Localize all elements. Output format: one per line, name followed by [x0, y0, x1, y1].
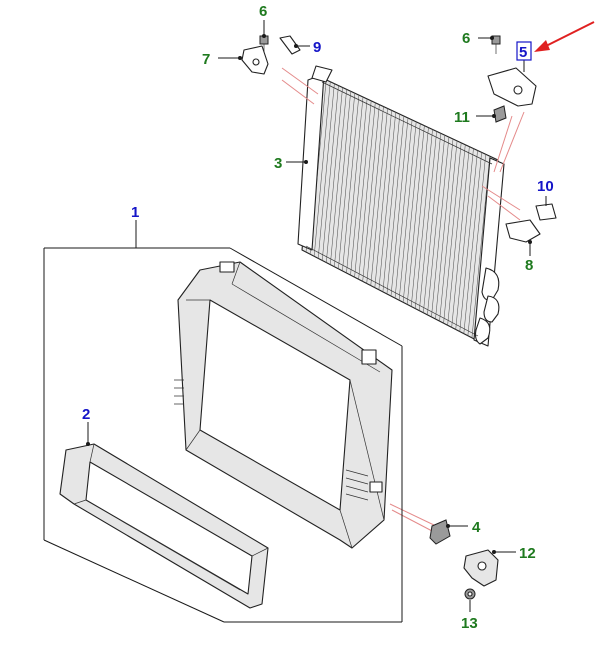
radiator-fin — [414, 129, 433, 309]
radiator-fin — [382, 114, 401, 292]
part-11-clip — [493, 105, 507, 123]
radiator-fin — [439, 140, 458, 322]
callout-3: 3 — [274, 155, 282, 172]
radiator-fin — [362, 104, 380, 282]
radiator-fin — [406, 125, 425, 305]
air-deflector — [59, 443, 269, 609]
callout-4: 4 — [472, 519, 481, 536]
radiator-fin — [463, 152, 482, 334]
radiator-support-frame — [174, 261, 393, 549]
callout-7: 7 — [202, 51, 210, 68]
callout-6-top: 6 — [259, 3, 267, 20]
callout-5: 5 — [519, 44, 527, 61]
radiator-fin — [455, 148, 474, 330]
callout-2: 2 — [82, 406, 90, 423]
radiator-fin — [321, 85, 339, 261]
red-arrow-icon — [534, 21, 595, 52]
callout-13: 13 — [461, 615, 478, 632]
radiator-fin — [354, 100, 372, 278]
radiator-fin — [313, 81, 331, 257]
radiator-fin — [410, 127, 429, 307]
radiator-fin — [366, 106, 384, 284]
radiator-fin — [346, 96, 364, 274]
radiator-fin — [435, 138, 454, 320]
radiator-fin — [325, 87, 343, 263]
radiator-fin — [338, 93, 356, 269]
radiator-fin — [423, 133, 442, 313]
radiator-fin — [402, 123, 421, 303]
radiator-fin — [378, 112, 397, 290]
part-13-grommet — [464, 588, 476, 600]
part-8-bracket — [505, 219, 541, 243]
radiator-fin — [447, 144, 466, 326]
radiator-fin — [334, 91, 352, 267]
radiator-fin — [330, 89, 347, 265]
radiator-fin — [394, 119, 413, 299]
radiator-fin — [350, 98, 368, 276]
leader-lines-pink — [281, 67, 525, 533]
callout-9: 9 — [313, 39, 321, 56]
radiator-fin — [386, 116, 405, 294]
part-4-clip — [429, 519, 451, 545]
assembly-box — [43, 247, 403, 623]
callout-12: 12 — [519, 545, 536, 562]
radiator-fin — [451, 146, 470, 328]
radiator-fin — [459, 150, 478, 332]
callout-11: 11 — [454, 109, 470, 126]
callout-5-highlight-box — [516, 41, 532, 61]
callout-1: 1 — [131, 204, 139, 221]
radiator-fin — [419, 131, 437, 311]
part-5-bracket — [487, 67, 537, 107]
callout-10: 10 — [537, 178, 554, 195]
callout-6-right: 6 — [462, 30, 470, 47]
radiator-fin — [342, 95, 360, 271]
part-10-clip — [535, 203, 557, 221]
radiator-fin — [427, 135, 446, 315]
radiator-fin — [370, 108, 388, 286]
part-9-clip — [279, 35, 301, 55]
radiator — [297, 65, 505, 347]
radiator-fin — [443, 142, 462, 324]
callout-leaders — [86, 20, 547, 612]
radiator-fin — [467, 154, 487, 336]
callout-8: 8 — [525, 257, 533, 274]
radiator-fin — [471, 156, 491, 338]
part-7-bracket — [241, 45, 269, 75]
part-12-bracket — [463, 549, 499, 587]
radiator-fin — [390, 117, 409, 297]
radiator-fin — [358, 102, 376, 280]
radiator-fin — [398, 121, 417, 301]
radiator-fin — [317, 83, 335, 259]
radiator-fin — [374, 110, 392, 288]
radiator-fin — [431, 137, 450, 317]
